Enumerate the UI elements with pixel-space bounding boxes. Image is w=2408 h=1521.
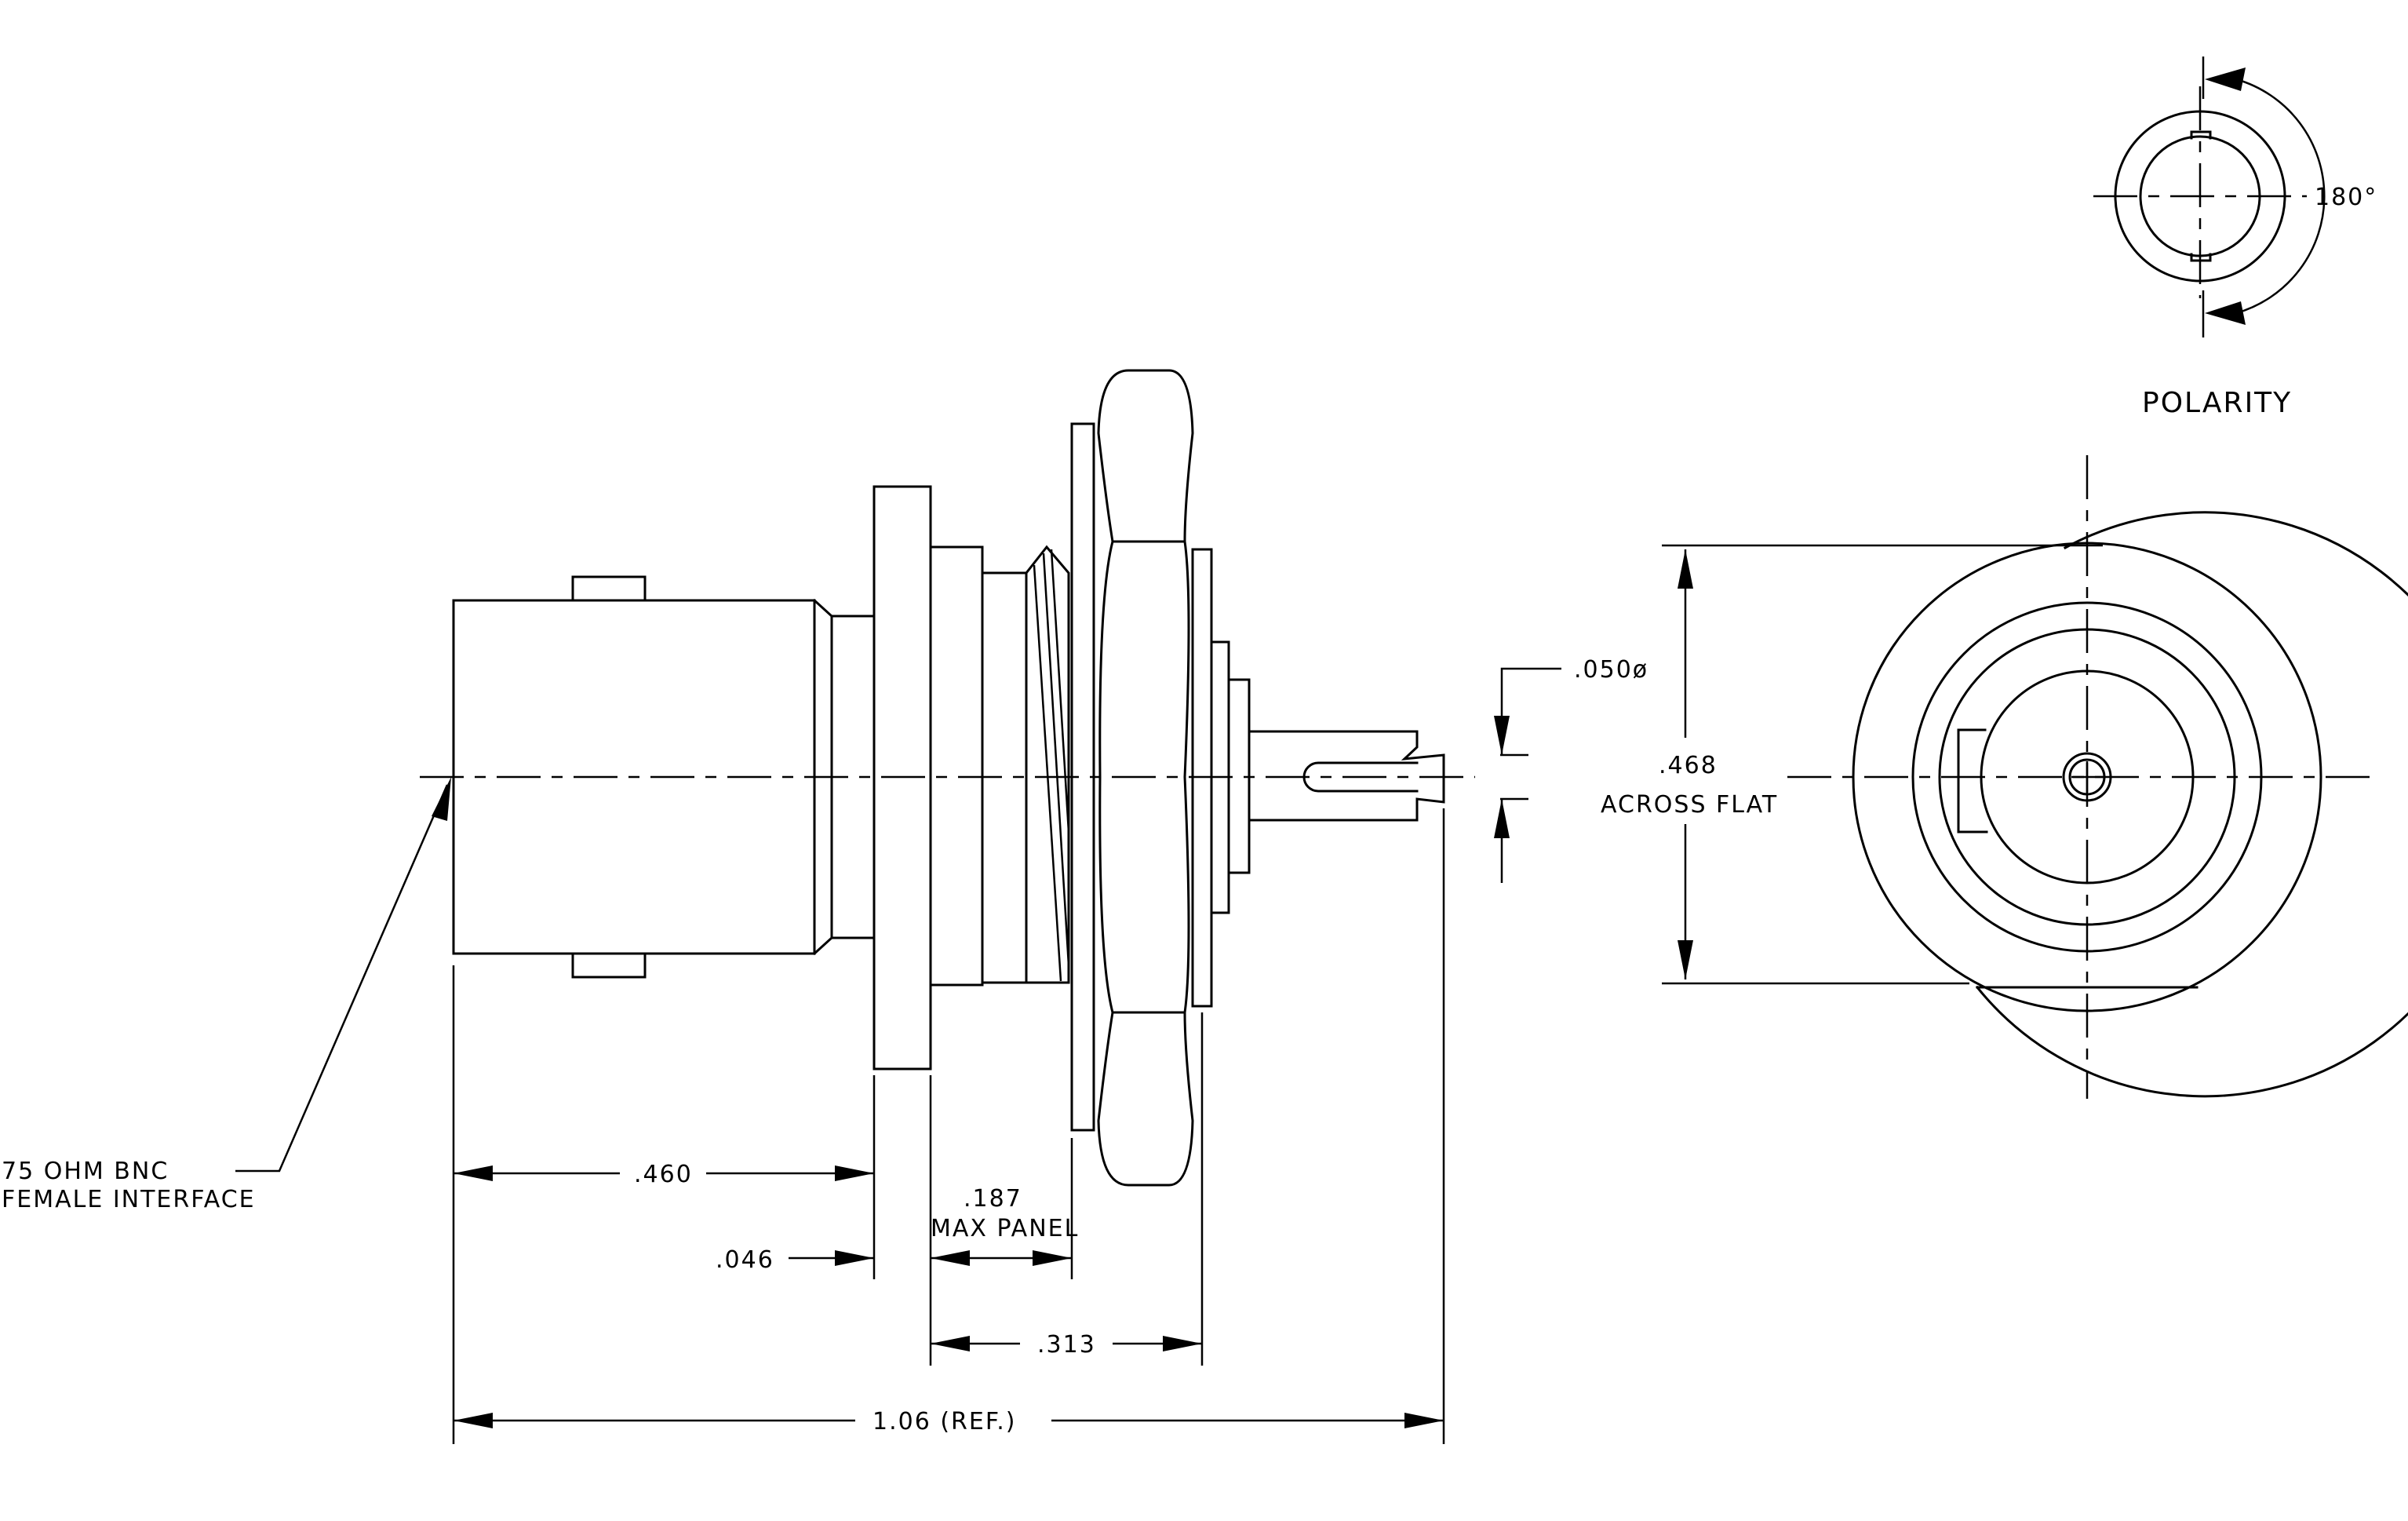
dim-313-label: .313 [1037, 1331, 1096, 1359]
bayonet-stud-bottom [571, 952, 647, 979]
polarity-arrow-bottom [2205, 301, 2246, 325]
contact-pin [1248, 730, 1445, 822]
interface-label-line2: FEMALE INTERFACE [2, 1186, 256, 1213]
polarity-view: 180° POLARITY [2093, 57, 2377, 419]
dimension-overall: 1.06 (REF.) [454, 1408, 1444, 1435]
hex-nut [1097, 369, 1194, 1187]
polarity-title: POLARITY [2142, 387, 2292, 419]
pin-inner-circle [2068, 758, 2106, 796]
dim-overall-label: 1.06 (REF.) [872, 1408, 1017, 1435]
bayonet-stud-top [571, 575, 647, 602]
polarity-key-top [2190, 130, 2212, 140]
lock-washer [1070, 422, 1095, 1132]
body-circle [1911, 601, 2263, 953]
polarity-angle-label: 180° [2315, 184, 2377, 211]
dimension-460: .460 [454, 1161, 874, 1188]
body-section-2 [981, 571, 1028, 984]
dim-max-panel-label: MAX PANEL [931, 1215, 1079, 1242]
thread-section [1024, 545, 1070, 984]
pin-outer-circle [2062, 752, 2112, 802]
rear-view: .468 ACROSS FLAT [1601, 455, 2408, 1099]
flange-circle [1975, 511, 2408, 1098]
dim-pin-dia-label: .050ø [1574, 656, 1648, 684]
interface-callout: 75 OHM BNC FEMALE INTERFACE [2, 777, 451, 1213]
dimension-pin-diameter: .050ø [1494, 656, 1648, 883]
key-notch [1957, 728, 1988, 833]
dim-187-label: .187 [964, 1185, 1022, 1213]
side-view: .460 .046 .187 MAX PANEL .313 [2, 369, 1648, 1444]
polarity-key-bottom [2190, 253, 2212, 262]
nut-circle [1852, 542, 2322, 1012]
polarity-angle-arc [2235, 78, 2326, 315]
insulator-circle [1938, 628, 2236, 926]
dim-468-label: .468 [1659, 752, 1718, 779]
rear-insulator [1227, 678, 1251, 874]
dim-046-label: .046 [716, 1246, 774, 1274]
dim-460-label: .460 [634, 1161, 693, 1188]
body-section-1 [929, 545, 984, 987]
dimension-across-flat: .468 ACROSS FLAT [1601, 544, 2103, 985]
dim-across-flat-label: ACROSS FLAT [1601, 791, 1778, 819]
interface-label-line1: 75 OHM BNC [2, 1158, 169, 1185]
dimension-046: .046 [716, 1246, 1072, 1274]
polarity-arrow-top [2205, 67, 2246, 91]
dimension-313: .313 [931, 1331, 1202, 1359]
inner-circle [1980, 669, 2195, 885]
